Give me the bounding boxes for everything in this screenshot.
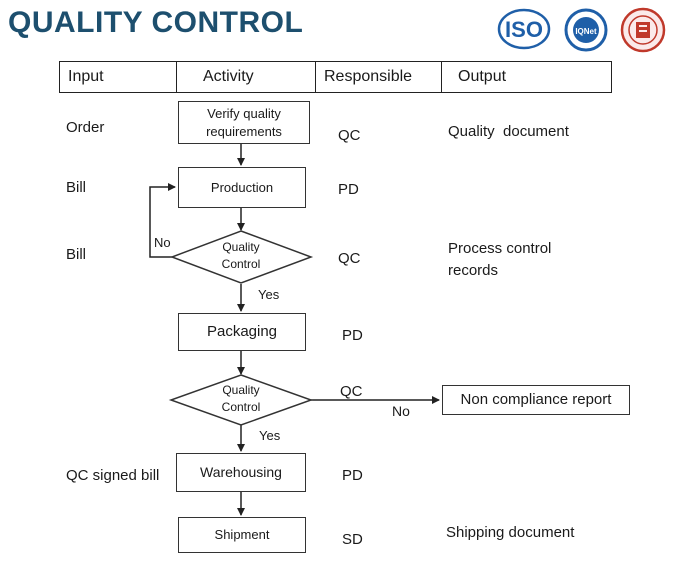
- input-qc-signed-bill: QC signed bill: [66, 467, 160, 484]
- svg-text:IQNet: IQNet: [575, 27, 597, 36]
- header-activity: Activity: [177, 62, 316, 92]
- responsible-verify: QC: [338, 127, 361, 144]
- page-title: QUALITY CONTROL: [8, 6, 304, 39]
- header-responsible: Responsible: [316, 62, 442, 92]
- qc1-no-label: No: [154, 235, 171, 250]
- input-order: Order: [66, 119, 105, 136]
- activity-verify-quality-requirements: Verify quality requirements: [178, 101, 310, 144]
- activity-warehousing: Warehousing: [176, 453, 306, 492]
- qc2-no-label: No: [392, 403, 410, 419]
- header-input: Input: [60, 62, 177, 92]
- header-output: Output: [458, 68, 507, 85]
- certification-seal-logo: [620, 7, 666, 53]
- iso-logo: ISO: [497, 8, 551, 50]
- quality-control-diamond-2: [168, 374, 314, 426]
- responsible-packaging: PD: [342, 327, 363, 344]
- activity-shipment: Shipment: [178, 517, 306, 553]
- responsible-production: PD: [338, 181, 359, 198]
- arrow-qc1-no-loop: [149, 183, 176, 258]
- activity-packaging: Packaging: [178, 313, 306, 351]
- input-bill-1: Bill: [66, 179, 87, 196]
- output-process-control-records: Process control records: [448, 240, 552, 279]
- output-non-compliance-report: Non compliance report: [442, 385, 630, 415]
- table-header: Input Activity Responsible Output: [59, 61, 612, 93]
- responsible-warehousing: PD: [342, 467, 363, 484]
- responsible-quality-control-2: QC: [340, 383, 363, 400]
- output-quality-document: Quality document: [448, 123, 569, 140]
- output-shipping-document: Shipping document: [446, 524, 575, 541]
- input-bill-2: Bill: [66, 246, 87, 263]
- activity-production: Production: [178, 167, 306, 208]
- qc1-yes-label: Yes: [258, 287, 280, 302]
- activity-quality-control-2: Quality Control: [221, 383, 261, 415]
- quality-control-diamond-1: [169, 230, 314, 284]
- svg-text:ISO: ISO: [505, 17, 543, 42]
- responsible-quality-control-1: QC: [338, 250, 361, 267]
- qc2-yes-label: Yes: [259, 428, 281, 443]
- activity-quality-control-1: Quality Control: [221, 240, 261, 272]
- responsible-shipment: SD: [342, 531, 363, 548]
- iqnet-logo: IQNet: [564, 8, 608, 52]
